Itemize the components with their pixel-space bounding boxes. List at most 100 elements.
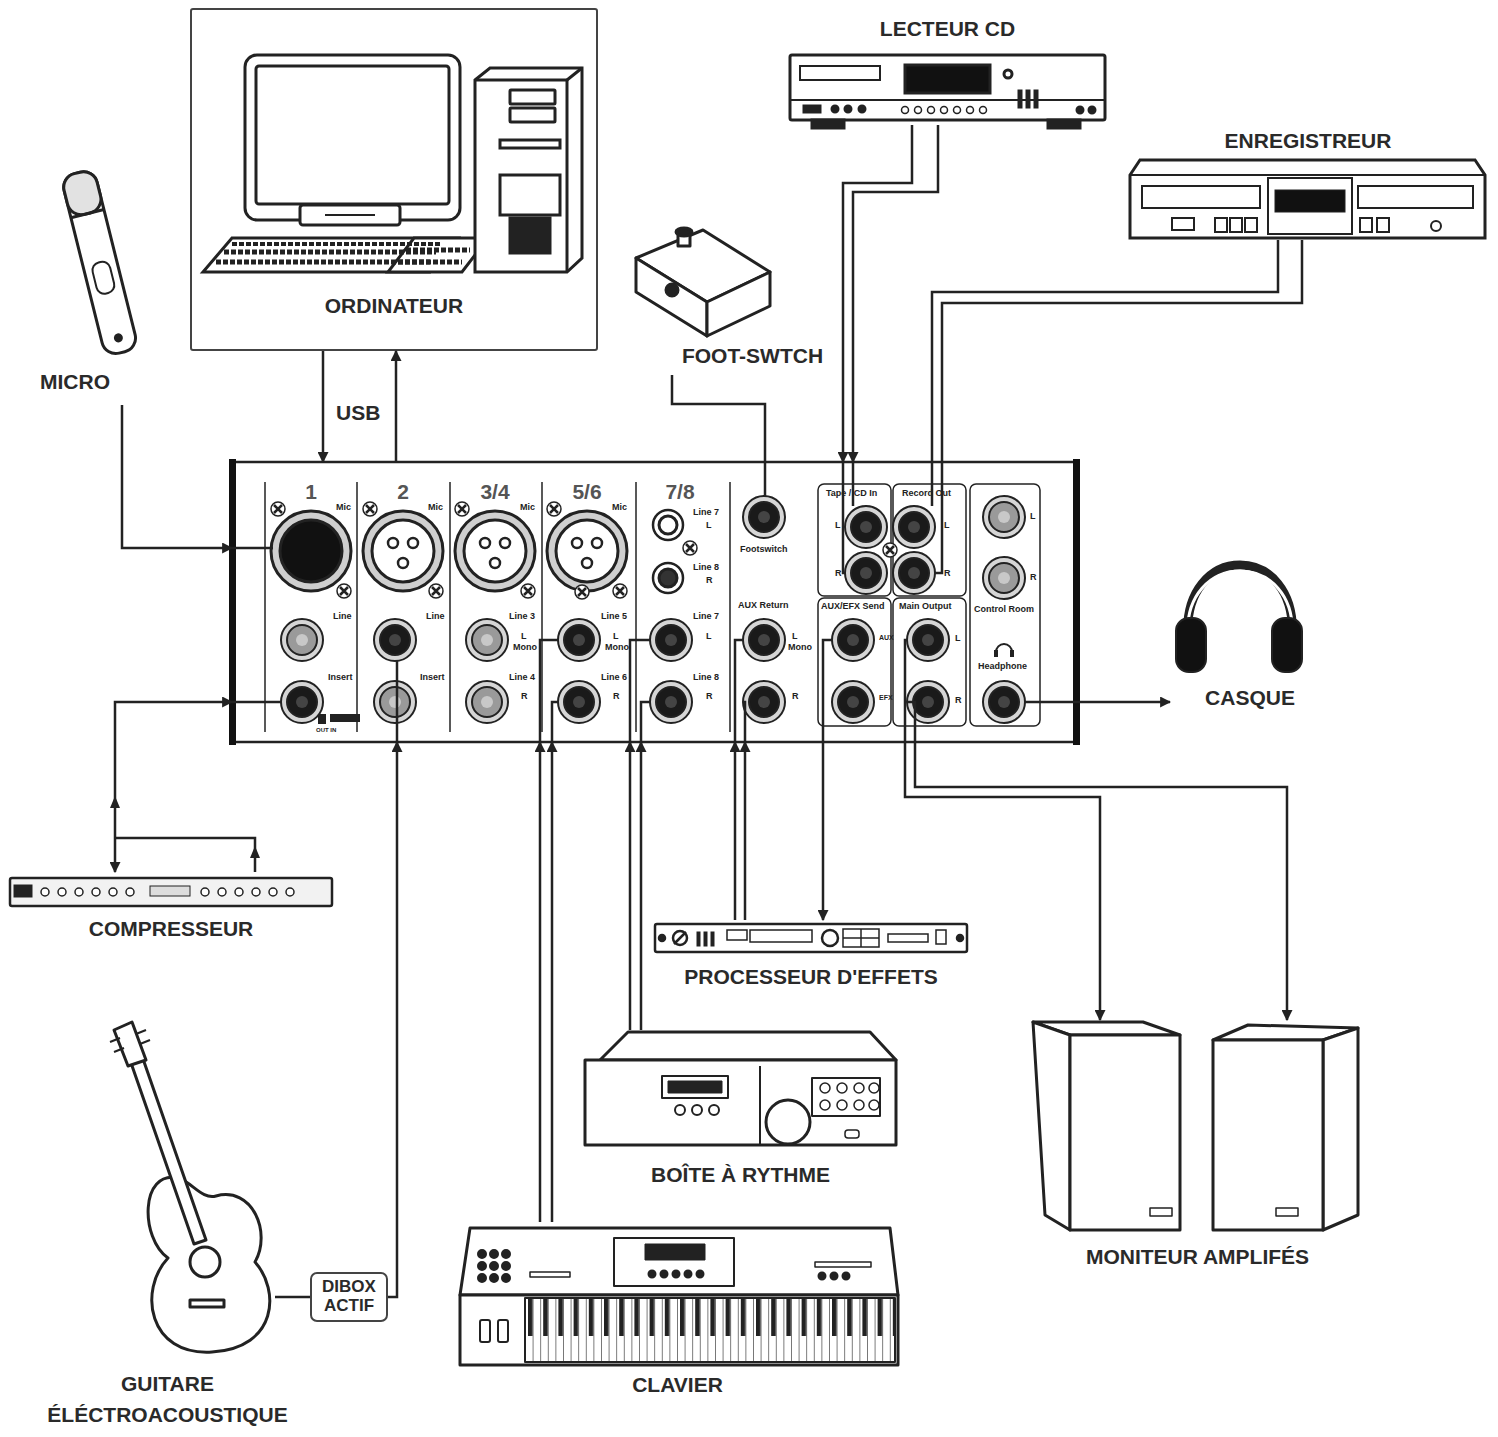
cable — [744, 742, 747, 920]
device-label: MICRO — [20, 165, 130, 405]
jack-socket — [998, 572, 1010, 584]
illustration-part — [510, 218, 550, 253]
jack-socket — [656, 687, 686, 717]
illustration-part — [300, 205, 400, 225]
illustration-part — [541, 482, 543, 732]
illustration-part — [659, 935, 665, 941]
illustration-part — [662, 1076, 728, 1098]
device-name: COMPRESSEUR — [89, 914, 254, 944]
cable — [388, 742, 397, 1297]
screw — [683, 541, 697, 555]
illustration-part — [150, 886, 190, 896]
cable-branch — [115, 838, 255, 872]
illustration-part — [136, 1030, 146, 1034]
xlr-pin — [388, 538, 398, 548]
xlr-socket — [556, 520, 618, 582]
illustration-part — [697, 1271, 703, 1277]
device-name: ORDINATEUR — [325, 291, 463, 321]
illustration-part — [845, 1130, 859, 1138]
jack-socket — [665, 634, 677, 646]
jack-socket — [908, 567, 920, 579]
device-label: GUITARE ÉLÉCTROACOUSTIQUE — [60, 1015, 275, 1430]
panel-label: Line 4 — [509, 673, 535, 682]
illustration-part — [109, 888, 117, 896]
cable — [322, 351, 325, 462]
headphones-illustration — [1176, 565, 1302, 672]
jack-socket — [847, 634, 859, 646]
jack-socket — [758, 696, 770, 708]
illustration-part — [1377, 218, 1389, 232]
illustration-part — [630, 640, 650, 742]
panel-label: Insert — [420, 673, 445, 682]
panel-label: L — [955, 634, 961, 643]
cable — [122, 405, 232, 548]
xlr-socket — [363, 511, 443, 591]
panel-label: L — [792, 632, 798, 641]
panel-label: L — [1030, 512, 1036, 521]
panel-label: Line 8 — [693, 563, 719, 572]
cable — [551, 742, 554, 1222]
screw — [271, 502, 285, 516]
device-label: CLAVIER — [455, 1222, 900, 1400]
illustration-part — [14, 885, 32, 897]
illustration-part — [905, 640, 907, 742]
screw — [366, 505, 374, 513]
illustration-part — [245, 55, 460, 220]
illustration-part — [525, 1298, 895, 1362]
xlr-pin — [398, 558, 408, 568]
illustration-part — [1142, 186, 1260, 208]
illustration-part — [148, 1177, 270, 1352]
illustration-part — [666, 284, 678, 296]
illustration-part — [843, 1273, 849, 1279]
illustration-part — [673, 1271, 679, 1277]
illustration-part — [790, 99, 1105, 101]
jack-socket — [893, 506, 935, 548]
jack-socket — [466, 619, 508, 661]
cable — [115, 702, 232, 872]
illustration-part — [110, 1038, 120, 1042]
illustration-part — [1048, 120, 1080, 128]
jack-socket — [899, 512, 929, 542]
cable — [672, 375, 765, 462]
jack-socket — [989, 563, 1019, 593]
cable — [843, 125, 912, 462]
compressor-illustration — [10, 878, 332, 906]
illustration-part — [645, 1244, 705, 1260]
jack-socket — [650, 681, 692, 723]
screw — [340, 587, 348, 595]
illustration-part — [812, 1078, 880, 1116]
illustration-part — [1130, 160, 1485, 238]
screw — [458, 505, 466, 513]
illustration-part — [957, 935, 963, 941]
rca-socket — [653, 510, 683, 540]
illustration-part — [803, 105, 821, 113]
illustration-part — [1230, 218, 1242, 232]
device-box: ORDINATEUR — [190, 8, 598, 351]
panel-label: R — [835, 569, 842, 578]
panel-label: Mic — [612, 503, 627, 512]
illustration-part — [91, 260, 116, 295]
device-label: PROCESSEUR D'EFFETS — [652, 920, 970, 992]
illustration-part — [854, 1083, 864, 1093]
illustration-part — [1245, 218, 1257, 232]
illustration-part — [75, 888, 83, 896]
jack-socket — [832, 619, 874, 661]
panel-label: Main Output — [899, 602, 952, 611]
illustration-part — [1172, 218, 1194, 230]
jack-socket — [749, 687, 779, 717]
illustration-part — [692, 1105, 702, 1115]
jack-socket — [558, 619, 600, 661]
illustration-part — [330, 714, 360, 722]
illustration-part — [759, 1066, 761, 1145]
screw — [883, 543, 897, 557]
jack-socket — [893, 552, 935, 594]
panel-label: Mic — [336, 503, 351, 512]
cable — [1077, 701, 1170, 704]
cable — [942, 240, 1302, 462]
jack-socket — [983, 557, 1025, 599]
device-name: PROCESSEUR D'EFFETS — [684, 962, 938, 992]
jack-socket — [983, 681, 1025, 723]
illustration-part — [822, 930, 838, 946]
illustration-part — [216, 260, 430, 265]
